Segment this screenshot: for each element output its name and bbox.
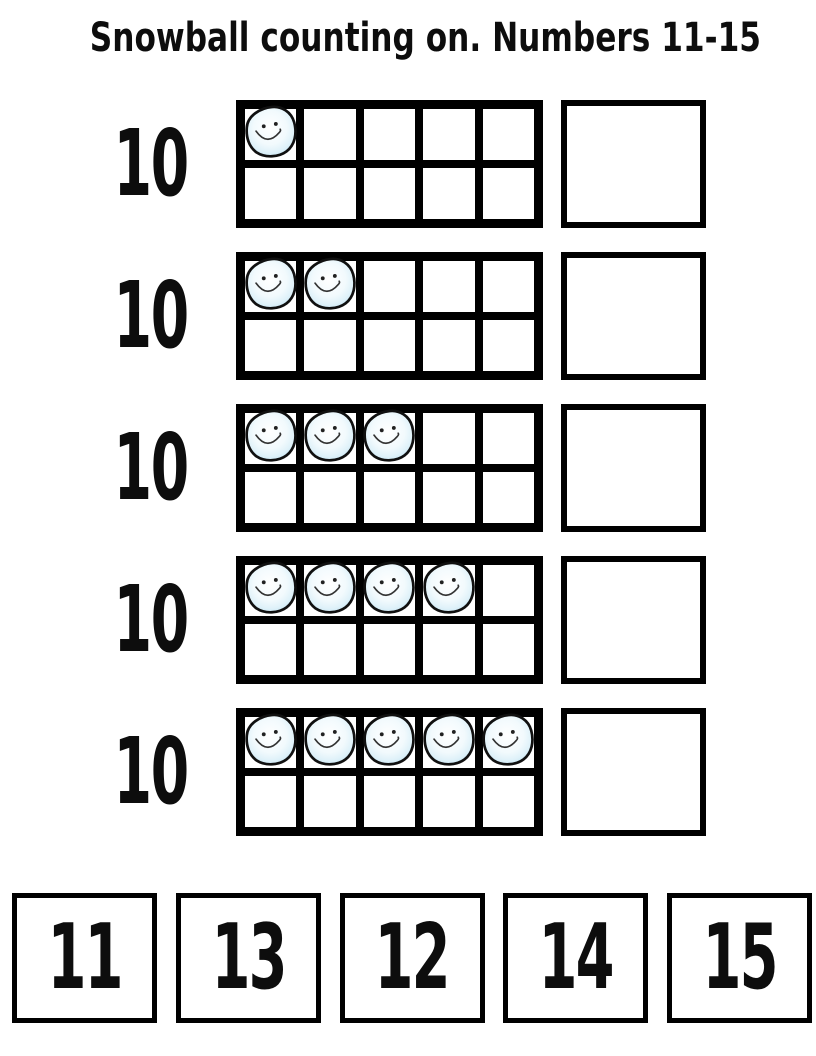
- ten-frame: [236, 252, 543, 380]
- ten-frame-cell: [482, 109, 534, 160]
- ten-frame-cell: [304, 561, 356, 616]
- tens-label: 10: [113, 110, 190, 217]
- number-card[interactable]: 13: [175, 893, 321, 1023]
- ten-frame: [236, 556, 543, 684]
- ten-frame-cell: [482, 713, 535, 768]
- snowball-smiley-icon: [304, 409, 356, 462]
- number-card-label: 15: [702, 905, 779, 1010]
- ten-frame-cell: [423, 109, 475, 160]
- answer-box[interactable]: [561, 556, 706, 684]
- number-card[interactable]: 11: [12, 893, 157, 1023]
- ten-frame-cell: [423, 168, 475, 219]
- ten-frame-cell: [423, 413, 475, 464]
- snowball-smiley-icon: [304, 561, 356, 614]
- ten-frame-cell: [304, 713, 356, 768]
- snowball-smiley-icon: [304, 713, 356, 766]
- ten-frame-cell: [482, 565, 534, 616]
- snowball-smiley-icon: [423, 713, 475, 766]
- answer-box[interactable]: [561, 252, 706, 380]
- answer-box[interactable]: [561, 708, 706, 836]
- answer-box[interactable]: [561, 100, 706, 228]
- ten-frame-cell: [245, 472, 297, 523]
- snowball-smiley-icon: [244, 713, 297, 766]
- ten-frame-cell: [482, 624, 534, 675]
- ten-frame-cell: [245, 624, 297, 675]
- ten-frame-cell: [423, 320, 475, 371]
- ten-frame-cell: [304, 109, 356, 160]
- snowball-smiley-icon: [363, 713, 416, 766]
- ten-frame-cell: [363, 472, 416, 523]
- ten-frame-cell: [363, 168, 416, 219]
- ten-frame-cell: [244, 105, 297, 160]
- ten-frame: [236, 708, 543, 836]
- snowball-smiley-icon: [363, 409, 416, 462]
- ten-frame-cell: [423, 776, 475, 827]
- ten-frame-cell: [244, 713, 297, 768]
- ten-frame-cell: [423, 472, 475, 523]
- snowball-smiley-icon: [244, 409, 297, 462]
- ten-frame-cell: [244, 409, 297, 464]
- ten-frame: [236, 100, 543, 228]
- ten-frame-cell: [363, 776, 416, 827]
- worksheet-title: Snowball counting on. Numbers 11-15: [89, 15, 762, 61]
- ten-frame-cell: [482, 168, 534, 219]
- ten-frame-cell: [245, 320, 297, 371]
- ten-frame-cell: [482, 320, 534, 371]
- snowball-smiley-icon: [244, 257, 297, 310]
- counting-row: 10: [0, 100, 816, 228]
- ten-frame-cell: [304, 776, 356, 827]
- ten-frame: [236, 404, 543, 532]
- ten-frame-cell: [245, 776, 297, 827]
- tens-label: 10: [113, 414, 190, 521]
- ten-frame-cell: [363, 109, 416, 160]
- ten-frame-cell: [304, 320, 356, 371]
- number-cards-row: 11 13 12 14 15: [12, 893, 812, 1023]
- ten-frame-cell: [482, 776, 534, 827]
- counting-rows: 10 10 10 10: [0, 100, 816, 836]
- ten-frame-cell: [363, 624, 416, 675]
- tens-label: 10: [113, 566, 190, 673]
- number-card-label: 11: [47, 905, 124, 1010]
- ten-frame-cell: [482, 413, 534, 464]
- ten-frame-cell: [482, 472, 534, 523]
- number-card[interactable]: 12: [339, 893, 485, 1023]
- counting-row: 10: [0, 252, 816, 380]
- number-card-label: 14: [538, 905, 615, 1010]
- ten-frame-cell: [363, 713, 416, 768]
- ten-frame-cell: [363, 261, 416, 312]
- number-card[interactable]: 14: [503, 893, 649, 1023]
- snowball-smiley-icon: [304, 257, 356, 310]
- ten-frame-cell: [244, 561, 297, 616]
- ten-frame-cell: [482, 261, 534, 312]
- ten-frame-cell: [363, 561, 416, 616]
- counting-row: 10: [0, 708, 816, 836]
- ten-frame-cell: [423, 624, 475, 675]
- ten-frame-cell: [304, 409, 356, 464]
- snowball-smiley-icon: [244, 561, 297, 614]
- snowball-smiley-icon: [244, 105, 297, 158]
- ten-frame-cell: [304, 257, 356, 312]
- counting-row: 10: [0, 404, 816, 532]
- tens-label: 10: [113, 718, 190, 825]
- ten-frame-cell: [423, 261, 475, 312]
- snowball-smiley-icon: [482, 713, 535, 766]
- tens-label: 10: [113, 262, 190, 369]
- ten-frame-cell: [304, 168, 356, 219]
- answer-box[interactable]: [561, 404, 706, 532]
- ten-frame-cell: [304, 472, 356, 523]
- number-card-label: 13: [211, 905, 287, 1010]
- ten-frame-cell: [304, 624, 356, 675]
- ten-frame-cell: [423, 713, 475, 768]
- ten-frame-cell: [363, 409, 416, 464]
- number-card[interactable]: 15: [667, 893, 812, 1023]
- number-card-label: 12: [375, 905, 451, 1010]
- ten-frame-cell: [363, 320, 416, 371]
- ten-frame-cell: [244, 257, 297, 312]
- counting-row: 10: [0, 556, 816, 684]
- ten-frame-cell: [423, 561, 475, 616]
- snowball-smiley-icon: [363, 561, 416, 614]
- ten-frame-cell: [245, 168, 297, 219]
- snowball-smiley-icon: [423, 561, 475, 614]
